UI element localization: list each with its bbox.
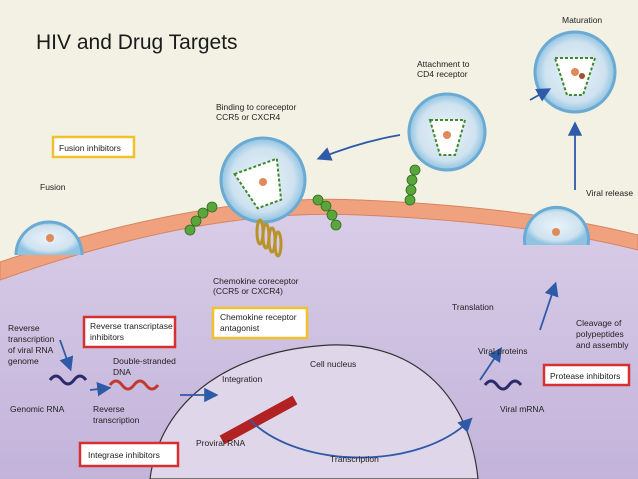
drug-protease-text: Protease inhibitors <box>550 371 620 381</box>
slide-title: HIV and Drug Targets <box>36 31 238 54</box>
drug-box-fusion-inhibitors: Fusion inhibitors <box>51 135 136 159</box>
label-viral-mrna: Viral mRNA <box>500 404 545 414</box>
virion-attachment <box>407 92 487 172</box>
drug-box-chemokine-antagonist: Chemokine receptor antagonist <box>211 306 309 340</box>
drug-fusion-inhibitors-text: Fusion inhibitors <box>59 143 121 153</box>
drug-rti-text-1: Reverse transcriptase <box>90 321 173 331</box>
coreceptor-helix <box>255 218 283 258</box>
drug-rti-text-2: inhibitors <box>90 332 124 342</box>
label-maturation: Maturation <box>562 15 602 25</box>
label-fusion: Fusion <box>40 182 66 192</box>
label-proviral-rna: Proviral RNA <box>196 438 245 448</box>
virion-maturation <box>533 30 617 114</box>
viral-mrna-strand <box>483 379 523 391</box>
label-attachment-2: CD4 receptor <box>417 69 468 79</box>
label-reverse-tx2-2: transcription <box>93 415 140 425</box>
label-cleavage-3: and assembly <box>576 340 629 350</box>
drug-chemokine-text-2: antagonist <box>220 323 260 333</box>
lifecycle-arrows <box>59 88 583 459</box>
label-reverse-transcription-2: transcription <box>8 334 55 344</box>
label-genomic-rna: Genomic RNA <box>10 404 65 414</box>
label-binding-2: CCR5 or CXCR4 <box>216 112 281 122</box>
label-binding-1: Binding to coreceptor <box>216 102 296 112</box>
label-viral-release: Viral release <box>586 188 633 198</box>
label-reverse-transcription-3: of viral RNA <box>8 345 54 355</box>
virion-binding <box>219 136 307 224</box>
label-cleavage-1: Cleavage of <box>576 318 622 328</box>
label-transcription: Transcription <box>330 454 379 464</box>
label-attachment-1: Attachment to <box>417 59 470 69</box>
label-chemokine-coreceptor-2: (CCR5 or CXCR4) <box>213 286 283 296</box>
label-reverse-transcription-4: genome <box>8 356 39 366</box>
label-chemokine-coreceptor-1: Chemokine coreceptor <box>213 276 299 286</box>
drug-integrase-text: Integrase inhibitors <box>88 450 160 460</box>
drug-box-protease-inhibitors: Protease inhibitors <box>542 363 631 387</box>
drug-chemokine-text-1: Chemokine receptor <box>220 312 297 322</box>
label-integration: Integration <box>222 374 262 384</box>
label-cleavage-2: polypeptides <box>576 329 624 339</box>
label-viral-proteins: Viral proteins <box>478 346 527 356</box>
proviral-dna <box>219 395 298 445</box>
cd4-receptors <box>184 164 421 236</box>
cytoplasm <box>0 209 638 479</box>
drug-box-integrase-inhibitors: Integrase inhibitors <box>78 441 180 468</box>
label-cell-nucleus: Cell nucleus <box>310 359 356 369</box>
label-double-stranded-1: Double-stranded <box>113 356 176 366</box>
genomic-rna-strand <box>48 374 88 386</box>
double-stranded-dna <box>108 379 160 391</box>
label-double-stranded-2: DNA <box>113 367 131 377</box>
label-reverse-transcription-1: Reverse <box>8 323 40 333</box>
drug-box-rti: Reverse transcriptase inhibitors <box>82 315 177 349</box>
label-translation: Translation <box>452 302 494 312</box>
label-reverse-tx2-1: Reverse <box>93 404 125 414</box>
diagram-labels: Maturation Attachment to CD4 receptor Bi… <box>8 15 633 464</box>
virion-fusion <box>14 220 84 256</box>
virion-release <box>523 205 590 246</box>
